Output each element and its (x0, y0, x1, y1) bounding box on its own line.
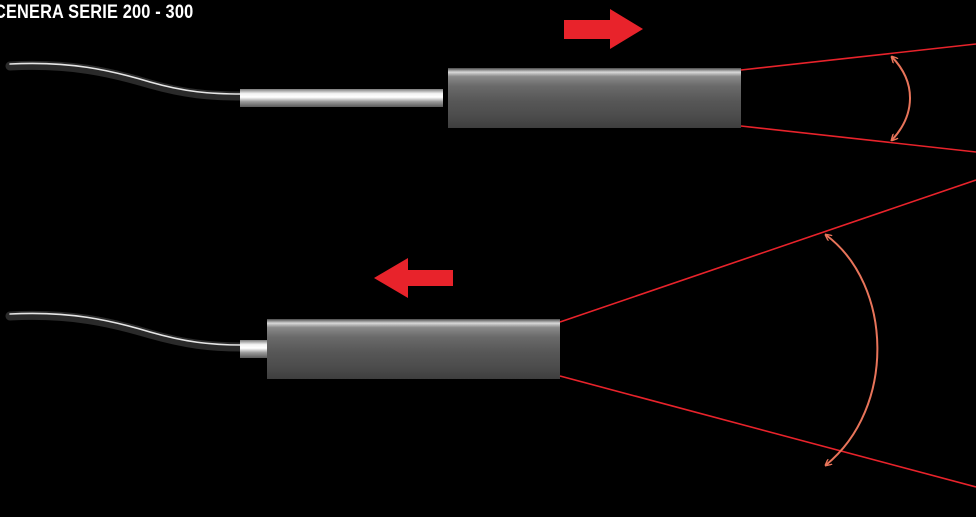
top-beam (740, 43, 976, 153)
bottom-body (267, 319, 560, 379)
bottom-angle-arrow (826, 235, 879, 465)
direction-arrow-left (374, 258, 453, 298)
top-assembly (5, 9, 976, 153)
bottom-cable (5, 310, 247, 352)
bottom-beam (559, 179, 976, 488)
direction-arrow-right (564, 9, 643, 49)
top-angle-arrow (892, 57, 911, 140)
top-body (448, 68, 741, 128)
top-cable (5, 60, 247, 101)
bottom-tube (240, 340, 270, 358)
bottom-assembly (5, 179, 976, 488)
diagram-title: CENERA SERIE 200 - 300 (0, 2, 194, 23)
top-tube (240, 89, 443, 107)
